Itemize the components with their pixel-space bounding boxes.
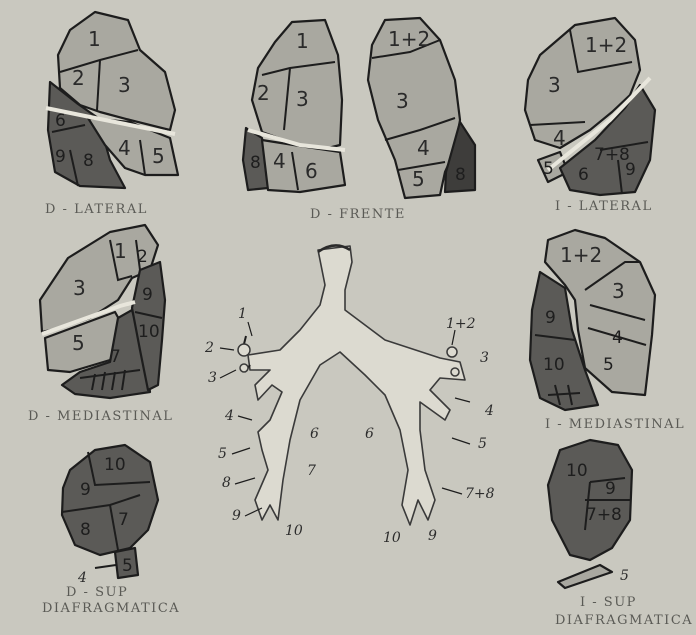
- segment-label: 2: [257, 81, 270, 105]
- segment-label: 6: [55, 111, 66, 131]
- segment-label: 5: [412, 167, 425, 191]
- tree-label: 9: [428, 528, 437, 544]
- segment-label: 5: [122, 556, 133, 576]
- segment-label: 3: [548, 73, 561, 97]
- tree-label: 6: [365, 426, 374, 442]
- segment-label: 9: [55, 147, 66, 167]
- segment-label: 1+2: [560, 243, 602, 267]
- segment-label: 1: [296, 29, 309, 53]
- tree-label: 7: [307, 463, 316, 479]
- tree-label: 7+8: [465, 486, 495, 502]
- segment-label: 10: [138, 322, 160, 342]
- segment-label: 10: [104, 455, 126, 475]
- tree-label: 4: [484, 403, 494, 419]
- segment-label: 4: [553, 126, 566, 150]
- segment-label: 5: [152, 144, 165, 168]
- segment-label: 3: [396, 89, 409, 113]
- segment-label: 5: [543, 159, 554, 179]
- panel-caption: I - MEDIASTINAL: [545, 417, 685, 432]
- segment-label: 2: [72, 66, 85, 90]
- segment-label: 3: [296, 87, 309, 111]
- panel-caption: I - SUP: [580, 595, 637, 610]
- segment-label: 7: [110, 347, 121, 367]
- panel-caption: D - LATERAL: [45, 202, 148, 217]
- panel-caption: D - FRENTE: [310, 207, 406, 222]
- segment-label: 2: [137, 247, 148, 267]
- segment-label: 6: [305, 159, 318, 183]
- segment-label: 5: [72, 331, 85, 355]
- tree-label: 5: [478, 436, 487, 452]
- tree-label: 10: [285, 523, 303, 539]
- segment-label: 4: [77, 570, 87, 586]
- panel-caption: D - SUP: [66, 585, 128, 600]
- tree-label: 3: [480, 350, 489, 366]
- panel-caption: I - LATERAL: [555, 199, 653, 214]
- segment-label: 3: [118, 73, 131, 97]
- segment-label: 9: [625, 160, 636, 180]
- segment-label: 9: [142, 285, 153, 305]
- panel-i-lateral: 1+2 3 4 5 6 7+8 9 I - LATERAL: [525, 18, 655, 214]
- tree-label: 1+2: [446, 316, 476, 332]
- tree-label: 5: [218, 446, 227, 462]
- panel-caption: DIAFRAGMATICA: [555, 613, 693, 628]
- tree-label: 9: [232, 508, 241, 524]
- segment-label: 5: [620, 568, 629, 584]
- segment-label: 8: [83, 151, 94, 171]
- segment-label: 1+2: [585, 33, 627, 57]
- panel-caption: DIAFRAGMATICA: [42, 601, 180, 616]
- panel-d-lateral: 1 2 3 4 5 6 8 9 D - LATERAL: [45, 12, 178, 217]
- segment-label: 10: [543, 355, 565, 375]
- segment-label: 8: [250, 153, 261, 173]
- segment-label: 9: [605, 479, 616, 499]
- segment-label: 7: [118, 510, 129, 530]
- tree-label: 6: [310, 426, 319, 442]
- tree-label: 1: [238, 306, 247, 322]
- segment-label: 4: [417, 136, 430, 160]
- tree-label: 10: [383, 530, 401, 546]
- segment-label: 4: [612, 328, 623, 348]
- segment-label: 1: [114, 239, 127, 263]
- panel-i-sup-diafragmatica: 10 9 7+8 5 I - SUP DIAFRAGMATICA: [548, 440, 693, 628]
- segment-label: 9: [545, 308, 556, 328]
- segment-label: 1: [88, 27, 101, 51]
- panel-d-frente: 1 2 3 4 6 8 1+2 3 4 5 8 D - FRENTE: [243, 18, 475, 222]
- segment-label: 7+8: [586, 505, 622, 525]
- bronchial-tree-diagram: 1 2 3 4 5 6 7 8 9 10 1+2 3 4 5 6 7+8 9 1…: [204, 245, 495, 546]
- panel-i-mediastinal: 1+2 3 4 5 9 10 I - MEDIASTINAL: [530, 230, 685, 432]
- tree-label: 2: [204, 340, 214, 356]
- segment-label: 1+2: [388, 27, 430, 51]
- panel-d-sup-diafragmatica: 10 9 8 7 5 4 D - SUP DIAFRAGMATICA: [42, 445, 180, 616]
- tree-label: 3: [208, 370, 217, 386]
- segment-label: 4: [273, 149, 286, 173]
- segment-label: 3: [612, 279, 625, 303]
- segment-label: 9: [80, 480, 91, 500]
- panel-d-mediastinal: 1 2 3 5 7 9 10 D - MEDIASTINAL: [28, 225, 173, 424]
- segment-label: 5: [603, 355, 614, 375]
- tree-label: 8: [222, 475, 231, 491]
- segment-label: 6: [578, 165, 589, 185]
- segment-label: 3: [73, 276, 86, 300]
- segment-label: 10: [566, 461, 588, 481]
- segment-label: 4: [118, 136, 131, 160]
- segment-label: 8: [80, 520, 91, 540]
- panel-caption: D - MEDIASTINAL: [28, 409, 173, 424]
- segment-label: 8: [455, 165, 466, 185]
- tree-label: 4: [224, 408, 234, 424]
